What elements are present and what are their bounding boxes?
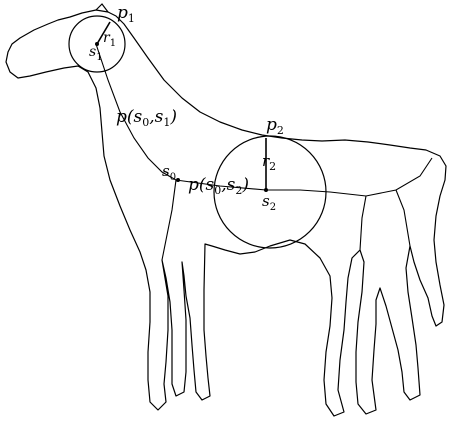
skeleton-hind-line: [396, 190, 410, 246]
label-p-s0-s1: p(s0,s1): [116, 107, 177, 129]
label-p2: p2: [266, 115, 284, 137]
horse-outline: [6, 10, 446, 416]
skeleton-rear-line: [360, 196, 366, 250]
label-s0: s0: [162, 162, 176, 183]
skeleton-leg-line: [162, 180, 176, 260]
label-r2: r2: [262, 152, 276, 173]
label-r1: r1: [103, 30, 116, 49]
point-s0: [176, 178, 180, 182]
label-p1: p1: [117, 3, 135, 25]
label-s2: s2: [262, 192, 276, 213]
label-s1: s1: [89, 44, 103, 63]
label-p-s0-s2: p(s0,s2): [188, 175, 249, 197]
